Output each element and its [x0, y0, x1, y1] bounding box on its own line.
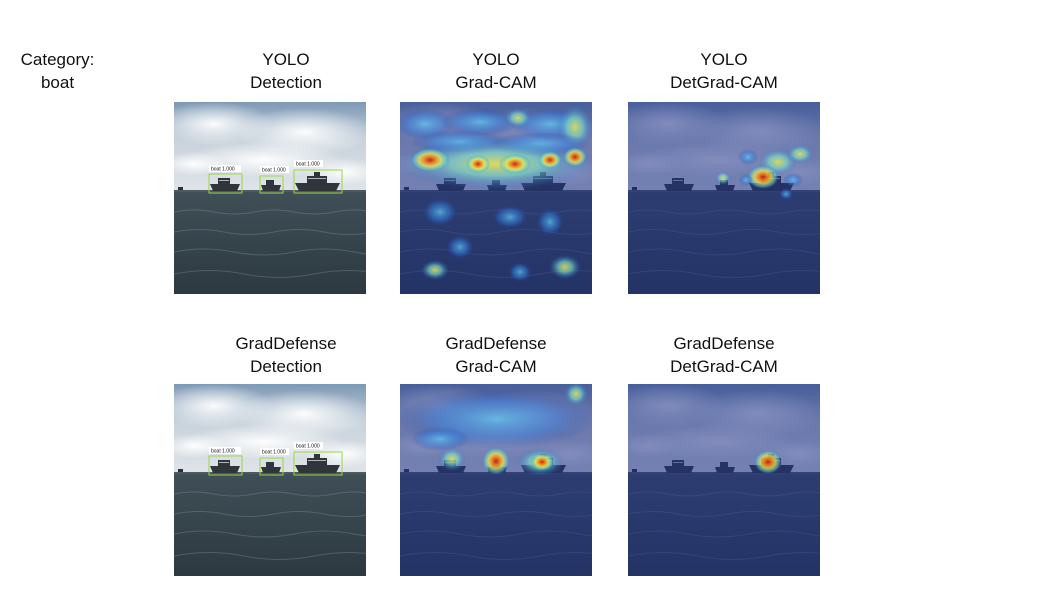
title-graddefense-detection: GradDefense Detection [190, 332, 382, 378]
title-line-method: YOLO [472, 50, 520, 69]
title-line-view: Grad-CAM [455, 357, 537, 376]
panel-graddefense-gradcam [400, 384, 592, 576]
panel-yolo-detection: boat 1.000 boat 1.000 boat 1.000 [174, 102, 366, 294]
detection-label: boat 1.000 [262, 168, 286, 174]
detection-label: boat 1.000 [296, 162, 320, 168]
title-line-view: Detection [250, 357, 322, 376]
category-caption: Category: [20, 50, 95, 69]
category-label: Category: boat [10, 48, 105, 94]
panel-graddefense-detgradcam [628, 384, 820, 576]
title-line-method: GradDefense [673, 334, 775, 353]
title-yolo-detgradcam: YOLO DetGrad-CAM [628, 48, 820, 94]
title-line-view: Grad-CAM [455, 73, 537, 92]
panel-yolo-gradcam [400, 102, 592, 294]
title-yolo-detection: YOLO Detection [190, 48, 382, 94]
title-line-method: YOLO [700, 50, 748, 69]
title-line-view: Detection [250, 73, 322, 92]
title-line-method: GradDefense [445, 334, 547, 353]
detection-label: boat 1.000 [262, 450, 286, 456]
detection-label: boat 1.000 [296, 444, 320, 450]
title-line-method: GradDefense [235, 334, 337, 353]
title-graddefense-detgradcam: GradDefense DetGrad-CAM [628, 332, 820, 378]
detection-label: boat 1.000 [211, 449, 235, 455]
title-line-method: YOLO [262, 50, 310, 69]
title-line-view: DetGrad-CAM [670, 73, 778, 92]
title-yolo-gradcam: YOLO Grad-CAM [400, 48, 592, 94]
title-line-view: DetGrad-CAM [670, 357, 778, 376]
panel-yolo-detgradcam [628, 102, 820, 294]
detection-label: boat 1.000 [211, 167, 235, 173]
title-graddefense-gradcam: GradDefense Grad-CAM [400, 332, 592, 378]
category-value: boat [40, 73, 75, 92]
panel-graddefense-detection: boat 1.000 boat 1.000 boat 1.000 [174, 384, 366, 576]
